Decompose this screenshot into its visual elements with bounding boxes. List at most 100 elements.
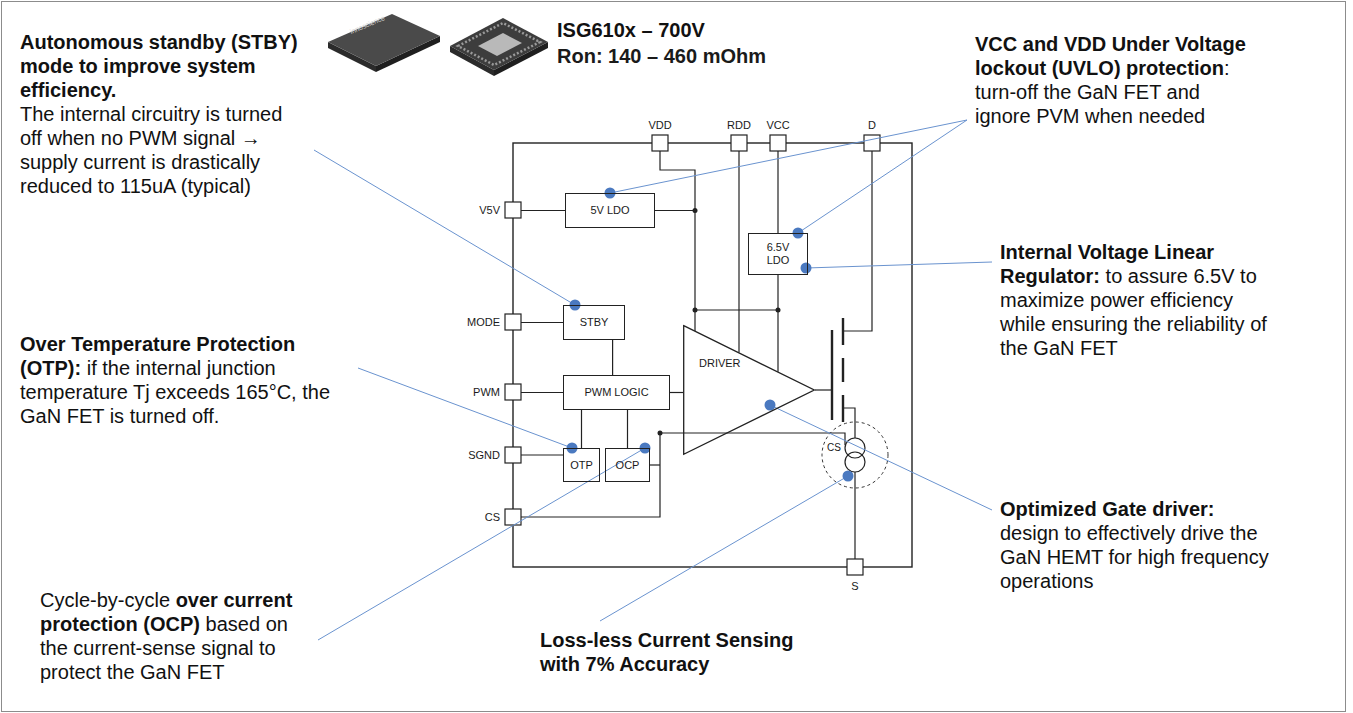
subtitle: Ron: 140 – 460 mOhm (557, 44, 766, 68)
pin-label: V5V (479, 204, 500, 217)
chip-top (328, 14, 440, 66)
function-block: 6.5V LDO (748, 233, 808, 275)
callout-phrase: Cycle-by-cycle (40, 589, 170, 611)
ic-wires (521, 151, 872, 559)
callout-phrase: Loss-less Current Sensing with 7% Accura… (540, 628, 810, 676)
callout-dots (567, 188, 854, 482)
callout-text: Internal Voltage Linear Regulator:to ass… (1000, 240, 1280, 360)
leader-line (314, 150, 575, 305)
pin-square (847, 559, 863, 575)
leader-lines (314, 120, 992, 640)
sensor-region (822, 422, 888, 488)
block-label: PWM LOGIC (584, 386, 648, 399)
fet-channel (842, 318, 844, 345)
leader-line (806, 262, 992, 268)
function-block: STBY (563, 305, 625, 340)
callout-text: Over Temperature Protection (OTP):if the… (20, 332, 350, 428)
pin-label: RDD (727, 119, 751, 132)
pin-label: VCC (766, 119, 789, 132)
wire-connector (655, 211, 695, 331)
fet-channel (842, 395, 844, 422)
fet-channel (842, 358, 844, 382)
chip-thermal-pad (478, 33, 522, 56)
wire (660, 151, 695, 211)
wire-connector (581, 410, 582, 448)
pin-square (770, 135, 786, 151)
wire (521, 392, 563, 393)
diagram-title: ISG610x – 700V (557, 18, 705, 42)
callout-phrase: The internal circuitry is turned off whe… (20, 102, 306, 198)
wire (521, 433, 845, 517)
callout-dot (765, 400, 776, 411)
callout-phrase: Autonomous standby (STBY) mode to improv… (20, 30, 306, 102)
callout-phrase: Optimized Gate driver: (1000, 498, 1215, 520)
callout-text: VCC and VDD Under Voltage lockout (UVLO)… (975, 32, 1260, 128)
junction-dot (658, 431, 663, 436)
callout-phrase: design to effectively drive the GaN HEMT… (1000, 522, 1269, 592)
wire (521, 210, 565, 211)
leader-line (798, 120, 967, 233)
pins (505, 135, 880, 575)
pin-label: SGND (468, 449, 500, 462)
chip-bottom (450, 18, 548, 70)
function-block: OCP (605, 448, 650, 482)
wire (521, 454, 563, 455)
chip-pads (458, 23, 540, 65)
triangle-outline (683, 325, 815, 455)
wire-connector (612, 340, 613, 375)
pin-square (505, 314, 521, 330)
gan-fet-symbol (832, 318, 843, 422)
pin-label: S (851, 580, 858, 593)
block-label: DRIVER (699, 357, 741, 370)
driver-triangle: DRIVER (683, 325, 815, 455)
wire (815, 389, 832, 390)
callout-text: Loss-less Current Sensing with 7% Accura… (540, 628, 810, 676)
function-block: PWM LOGIC (563, 375, 670, 410)
pin-label: PWM (473, 386, 500, 399)
pin-square (505, 202, 521, 218)
junctions (658, 208, 781, 436)
wire-connector (627, 410, 628, 448)
ic-outline (513, 143, 912, 567)
callout-dot (843, 471, 854, 482)
wire (650, 464, 660, 465)
function-block: 5V LDO (565, 193, 655, 228)
block-label: 5V LDO (590, 204, 629, 217)
callout-phrase: VCC and VDD Under Voltage lockout (UVLO)… (975, 33, 1246, 79)
wire (843, 408, 855, 438)
triangle-shape (684, 326, 815, 455)
wire (854, 472, 855, 559)
pin-square (731, 135, 747, 151)
fet-gate (831, 330, 833, 420)
callout-dot (801, 263, 812, 274)
leader-line (610, 120, 967, 193)
pin-square (505, 447, 521, 463)
callout-text: Optimized Gate driver:design to effectiv… (1000, 497, 1270, 593)
pin-square (505, 384, 521, 400)
leader-line (600, 476, 848, 621)
pin-square (864, 135, 880, 151)
leader-line (318, 448, 645, 640)
callout-text: Autonomous standby (STBY) mode to improv… (20, 30, 306, 198)
block-label: STBY (580, 316, 609, 329)
callout-text: Cycle-by-cycleover current protection (O… (40, 588, 310, 684)
function-block: OTP (563, 448, 600, 482)
block-label: OCP (616, 459, 640, 472)
wire-connector (670, 392, 683, 393)
pin-label: D (868, 119, 876, 132)
current-sensor (845, 452, 865, 472)
pin-label: VDD (648, 119, 671, 132)
wire-connector (777, 275, 778, 372)
wire (738, 151, 739, 353)
wire (843, 151, 872, 331)
block-label: 6.5V LDO (760, 241, 796, 267)
block-label: OTP (570, 459, 593, 472)
pin-label: CS (827, 442, 841, 454)
pin-label: MODE (467, 316, 500, 329)
leader-line (770, 405, 992, 510)
pin-square (652, 135, 668, 151)
wire (521, 322, 563, 323)
leader-line (358, 368, 572, 448)
